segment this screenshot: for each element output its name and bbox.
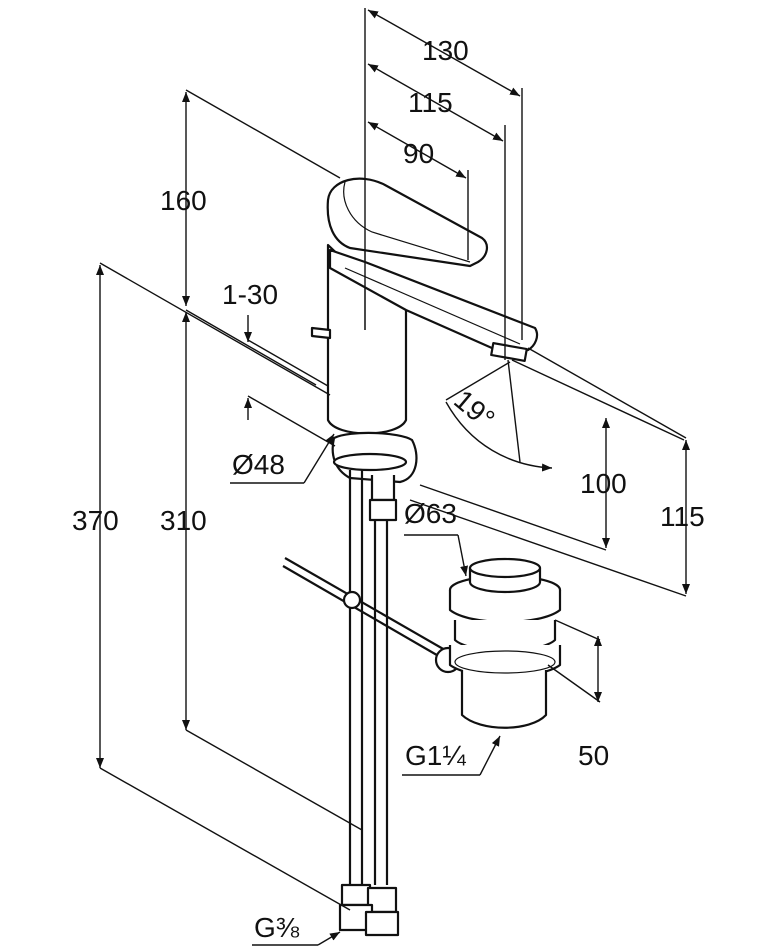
dim-label-waste-height: 50 — [578, 740, 609, 771]
dim-label-height-hose: 310 — [160, 505, 207, 536]
dim-label-width-mid: 115 — [408, 87, 453, 118]
faucet-body — [310, 177, 539, 522]
waste-valve — [448, 557, 562, 729]
dim-label-base-diameter: Ø48 — [232, 449, 285, 480]
dim-line-90 — [367, 121, 467, 179]
dim-line-115-top — [367, 63, 504, 142]
dim-label-spout-height-outer: 115 — [660, 501, 705, 532]
dim-label-thickness: 1-30 — [222, 279, 278, 310]
dim-label-height-total: 370 — [72, 505, 119, 536]
popup-knob — [310, 326, 332, 340]
dim-label-height-body: 160 — [160, 185, 207, 216]
dim-label-swivel-angle: 19° — [448, 384, 500, 435]
lever-handle — [326, 177, 488, 268]
dim-label-hose-thread: G⅜ — [254, 912, 300, 943]
dim-label-waste-thread: G1¼ — [405, 740, 466, 771]
hose-nut-left — [340, 883, 372, 907]
pull-rod — [282, 557, 462, 674]
supply-hoses — [338, 470, 400, 937]
dim-label-spout-height: 100 — [580, 468, 627, 499]
dim-label-width-short: 90 — [403, 138, 434, 169]
aerator — [490, 342, 528, 362]
dim-label-width-total: 130 — [422, 35, 469, 66]
fixing-stud — [370, 475, 396, 502]
